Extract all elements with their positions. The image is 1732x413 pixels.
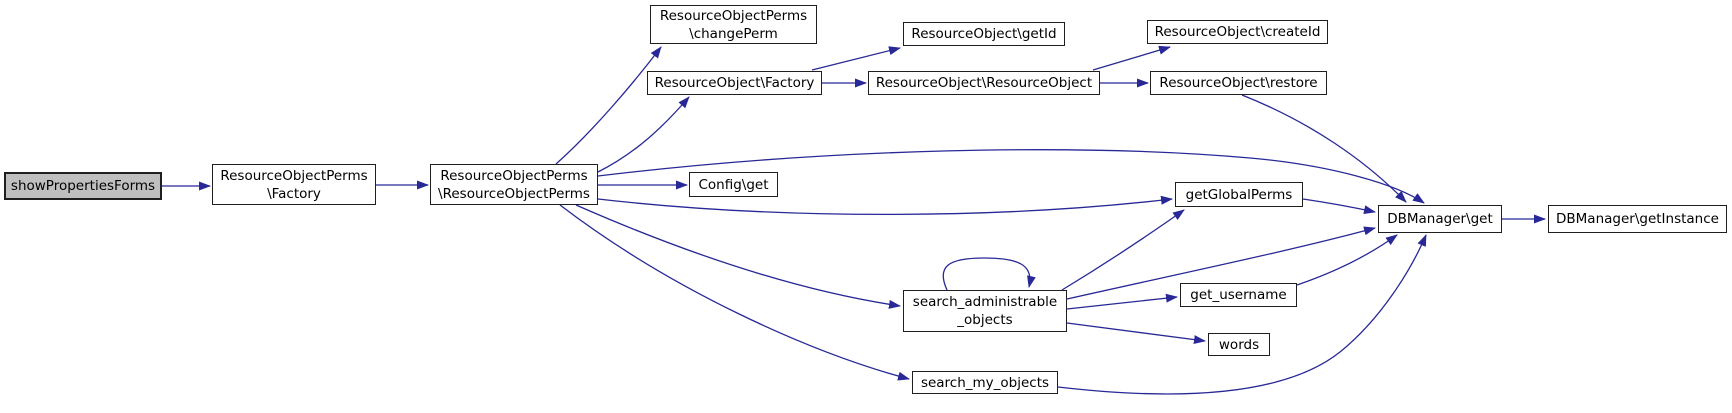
graph-node-ropF[interactable]: ResourceObjectPerms\Factory xyxy=(212,164,376,205)
graph-node-label: search_my_objects xyxy=(920,374,1050,391)
edge-ggp-to-dbg xyxy=(1302,198,1376,215)
graph-node-label: Config\get xyxy=(698,176,769,193)
graph-node-roGetId[interactable]: ResourceObject\getId xyxy=(903,22,1065,46)
graph-node-ggp[interactable]: getGlobalPerms xyxy=(1175,182,1303,207)
edge-smo-to-dbg xyxy=(1057,234,1427,395)
graph-node-roRestore[interactable]: ResourceObject\restore xyxy=(1150,71,1327,95)
edge-ropR-to-sao xyxy=(575,204,901,309)
graph-node-roCreateId[interactable]: ResourceObject\createId xyxy=(1147,20,1328,44)
graph-node-label: getGlobalPerms xyxy=(1185,186,1293,203)
edge-ropR-to-ggp xyxy=(597,195,1173,216)
edge-ropR-to-dbg xyxy=(597,149,1425,204)
graph-node-cfg[interactable]: Config\get xyxy=(689,172,778,197)
graph-node-label: ResourceObject\Factory xyxy=(654,75,815,91)
edge-roF-to-roGetId xyxy=(811,46,901,71)
graph-node-label: \Factory xyxy=(267,185,321,202)
graph-node-label: DBManager\getInstance xyxy=(1556,211,1719,227)
graph-node-label: \ResourceObjectPerms xyxy=(438,185,590,202)
edge-ropR-to-ropC xyxy=(555,46,662,165)
graph-node-label: get_username xyxy=(1190,287,1287,303)
edge-sao-to-dbg xyxy=(1066,226,1376,300)
graph-node-label: \changePerm xyxy=(689,25,778,42)
graph-node-ropR[interactable]: ResourceObjectPerms\ResourceObjectPerms xyxy=(430,164,598,205)
graph-node-spf: showPropertiesForms xyxy=(4,172,162,200)
edge-roR-to-roCreateId xyxy=(1092,45,1171,71)
edge-sao-to-sao xyxy=(942,257,1036,291)
edge-gun-to-dbg xyxy=(1296,234,1398,286)
graph-node-smo[interactable]: search_my_objects xyxy=(912,371,1058,394)
graph-node-label: ResourceObject\restore xyxy=(1159,75,1318,91)
graph-node-label: ResourceObjectPerms xyxy=(220,167,368,184)
edge-sao-to-gun xyxy=(1066,293,1178,310)
graph-node-label: ResourceObject\createId xyxy=(1154,24,1321,40)
graph-node-label: ResourceObject\ResourceObject xyxy=(875,75,1093,91)
graph-node-label: _objects xyxy=(957,312,1013,328)
graph-node-dbgi[interactable]: DBManager\getInstance xyxy=(1548,205,1727,233)
graph-node-dbg[interactable]: DBManager\get xyxy=(1378,205,1502,233)
graph-node-label: ResourceObject\getId xyxy=(911,26,1057,42)
edge-ropR-to-smo xyxy=(559,204,910,381)
graph-node-label: ResourceObjectPerms xyxy=(440,167,588,184)
graph-node-roF[interactable]: ResourceObject\Factory xyxy=(647,71,822,95)
graph-node-ropC[interactable]: ResourceObjectPerms\changePerm xyxy=(650,5,817,44)
edge-sao-to-words xyxy=(1066,322,1206,345)
graph-node-roR[interactable]: ResourceObject\ResourceObject xyxy=(868,71,1100,95)
edge-sao-to-ggp xyxy=(1061,209,1185,291)
graph-node-label: search_administrable xyxy=(912,294,1058,310)
graph-node-sao[interactable]: search_administrable _objects xyxy=(903,290,1067,332)
graph-node-label: showPropertiesForms xyxy=(10,178,156,194)
graph-node-label: words xyxy=(1218,336,1260,353)
edge-ropR-to-roF xyxy=(597,96,690,173)
graph-node-label: DBManager\get xyxy=(1387,211,1493,227)
graph-node-gun[interactable]: get_username xyxy=(1180,283,1297,307)
graph-node-words[interactable]: words xyxy=(1208,333,1270,356)
edge-roRestore-to-dbg xyxy=(1241,94,1407,203)
graph-node-label: ResourceObjectPerms xyxy=(659,7,808,24)
